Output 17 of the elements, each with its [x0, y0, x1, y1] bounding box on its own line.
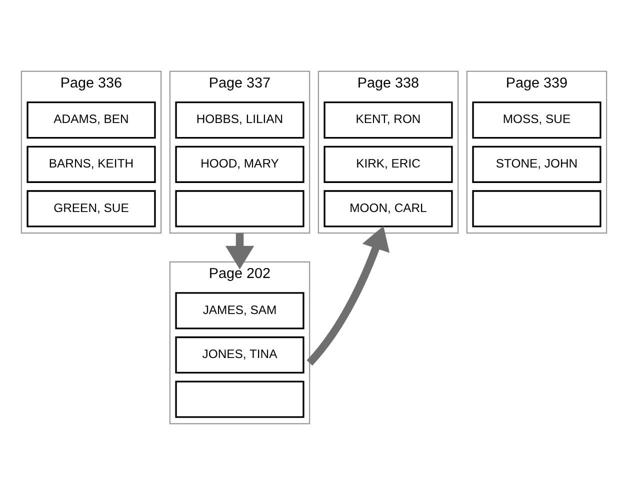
node-box: ADAMS, BEN [26, 102, 156, 139]
node-box [175, 190, 304, 228]
node-box: BARNS, KEITH [26, 146, 156, 183]
node-box: JAMES, SAM [175, 292, 304, 330]
arrow [306, 226, 390, 366]
node-box [472, 190, 602, 228]
node-box: STONE, JOHN [472, 146, 602, 183]
node-box: KIRK, ERIC [324, 146, 453, 183]
node-box: JONES, TINA [175, 336, 304, 374]
node-box [175, 380, 304, 418]
node-box: HOOD, MARY [175, 146, 304, 183]
node-box: HOBBS, LILIAN [175, 102, 304, 139]
node-box: MOSS, SUE [472, 102, 602, 139]
node-box: GREEN, SUE [26, 190, 156, 228]
node-box: MOON, CARL [324, 190, 453, 228]
node-box: KENT, RON [324, 102, 453, 139]
arrow [225, 233, 254, 270]
